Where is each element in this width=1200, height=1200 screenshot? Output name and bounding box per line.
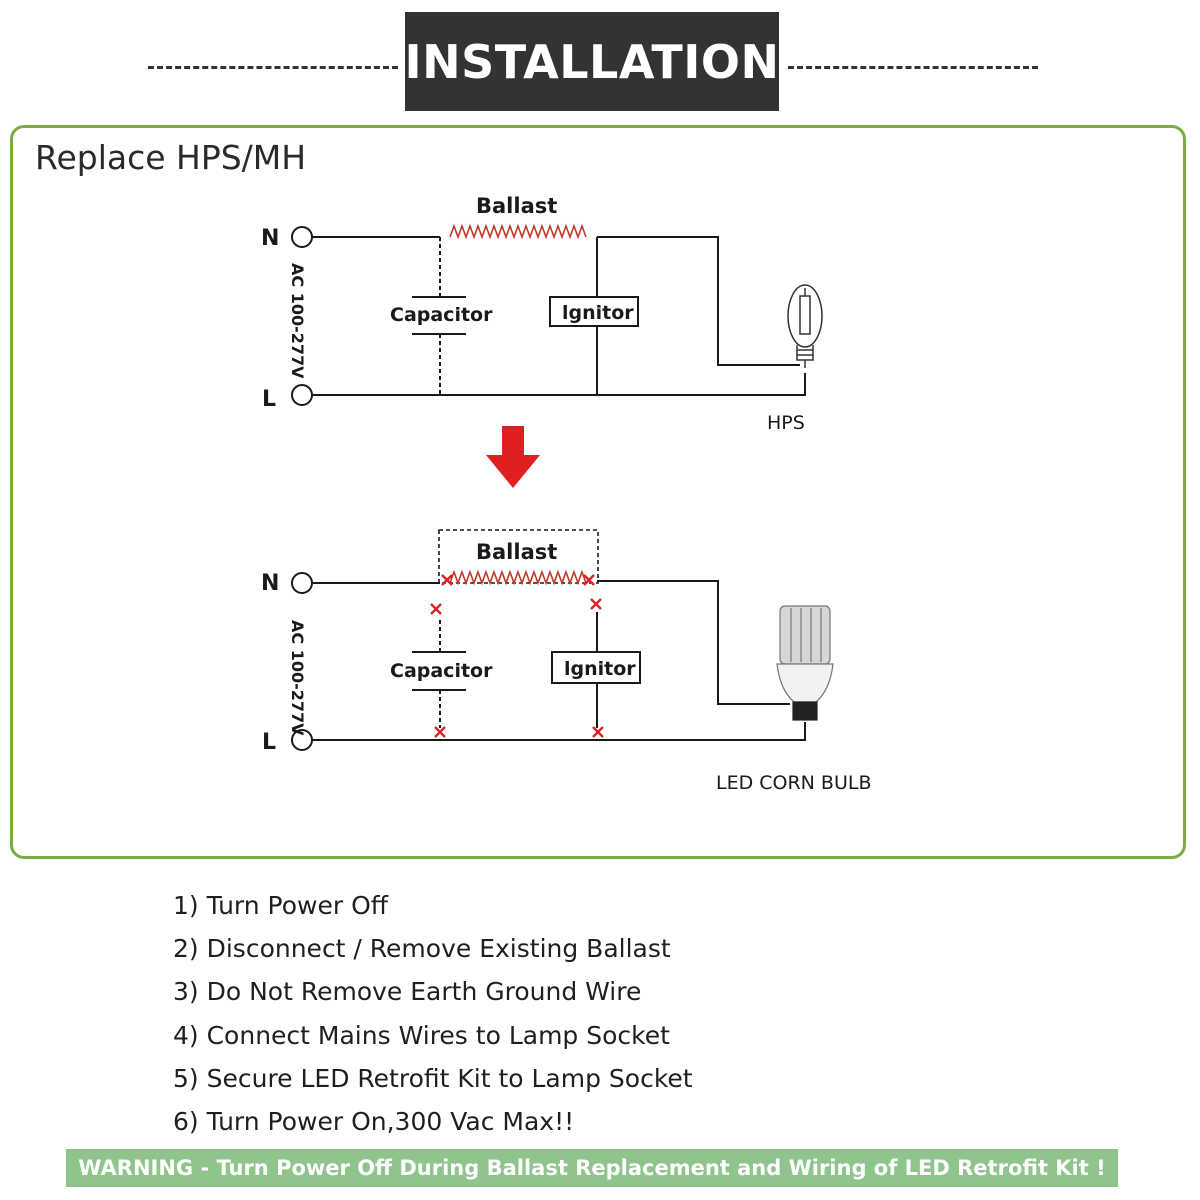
- diagram-panel: [10, 125, 1186, 859]
- capacitor-label: Capacitor: [390, 660, 493, 682]
- cut-mark-icon: [430, 603, 442, 615]
- capacitor-label: Capacitor: [390, 304, 493, 326]
- led-corn-bulb-label: LED CORN BULB: [716, 772, 872, 794]
- warning-banner: WARNING - Turn Power Off During Ballast …: [66, 1149, 1118, 1187]
- title-dashed-line-left: [148, 66, 398, 69]
- ballast-coil: [449, 569, 587, 586]
- terminal-l: [291, 384, 313, 406]
- line-wire: [312, 722, 806, 741]
- terminal-l-label: L: [262, 387, 276, 412]
- terminal-n: [291, 572, 313, 594]
- ballast-to-lamp-wire: [597, 236, 800, 366]
- cut-marks: [430, 574, 604, 738]
- terminal-l-label: L: [262, 730, 276, 755]
- cut-mark-icon: [590, 598, 602, 610]
- cut-mark-icon: [441, 574, 453, 586]
- ignitor-box: [549, 296, 639, 327]
- terminal-n-label: N: [261, 571, 279, 596]
- ballast-coil: [449, 223, 587, 240]
- ballast-label: Ballast: [476, 540, 557, 564]
- terminal-n: [291, 226, 313, 248]
- led-corn-bulb-icon: [776, 605, 834, 721]
- step-item: 3) Do Not Remove Earth Ground Wire: [173, 977, 642, 1007]
- line-wire: [312, 373, 806, 396]
- ballast-to-lamp-wire: [597, 580, 790, 705]
- diagram-after: N L AC 100-277V Ballast Capacitor lgnito…: [261, 529, 872, 794]
- instruction-steps: 1) Turn Power Off 2) Disconnect / Remove…: [173, 886, 693, 1145]
- step-item: 1) Turn Power Off: [173, 891, 388, 920]
- hps-lamp-icon: [787, 284, 823, 368]
- step-item: 6) Turn Power On,300 Vac Max!!: [173, 1106, 575, 1136]
- ignitor-label: lgnitor: [562, 302, 634, 324]
- step-item: 4) Connect Mains Wires to Lamp Socket: [173, 1020, 670, 1050]
- hps-label: HPS: [767, 412, 805, 434]
- page-title: INSTALLATION: [405, 12, 779, 111]
- step-item: 5) Secure LED Retrofit Kit to Lamp Socke…: [173, 1063, 693, 1093]
- ballast-label: Ballast: [476, 194, 557, 218]
- cut-mark-icon: [583, 574, 595, 586]
- ballast-removal-box: [438, 529, 599, 584]
- voltage-label: AC 100-277V: [288, 620, 307, 736]
- terminal-n-label: N: [261, 226, 279, 251]
- ignitor-label: lgnitor: [564, 658, 636, 680]
- diagram-before: N L AC 100-277V Ballast Capacitor lgnito…: [261, 194, 823, 434]
- panel-title: Replace HPS/MH: [35, 138, 307, 177]
- step-item: 2) Disconnect / Remove Existing Ballast: [173, 934, 671, 964]
- cut-mark-icon: [434, 726, 446, 738]
- down-arrow-icon: [486, 426, 540, 488]
- voltage-label: AC 100-277V: [288, 263, 307, 379]
- title-dashed-line-right: [788, 66, 1038, 69]
- cut-mark-icon: [592, 726, 604, 738]
